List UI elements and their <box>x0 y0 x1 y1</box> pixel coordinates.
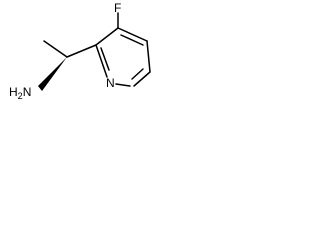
bond-c2-c3 <box>95 27 119 46</box>
bond-c2-chiral-carbon <box>66 44 97 58</box>
double-bond-c5-c6 <box>131 68 144 80</box>
pyridine-ring <box>95 27 151 87</box>
bond-c5-c6 <box>133 71 151 87</box>
bond-c3-c4 <box>117 27 148 42</box>
double-bond-c3-c4 <box>120 34 144 46</box>
amine-label: H2N <box>9 85 31 101</box>
molecule-structure: F N H2N <box>9 1 151 101</box>
fluorine-label: F <box>114 1 121 15</box>
stereo-wedge-bond <box>38 57 67 91</box>
amine-n: N <box>23 85 32 99</box>
double-bond-n1-c2 <box>100 47 110 71</box>
amine-h: H <box>9 85 18 99</box>
bond-chiral-carbon-methyl <box>43 40 68 58</box>
bond-n1-c6 <box>115 83 131 87</box>
amine-subscript: 2 <box>18 91 23 101</box>
ring-nitrogen-label: N <box>106 76 115 90</box>
bond-c4-c5 <box>146 40 151 73</box>
bond-n1-c2 <box>95 44 108 78</box>
